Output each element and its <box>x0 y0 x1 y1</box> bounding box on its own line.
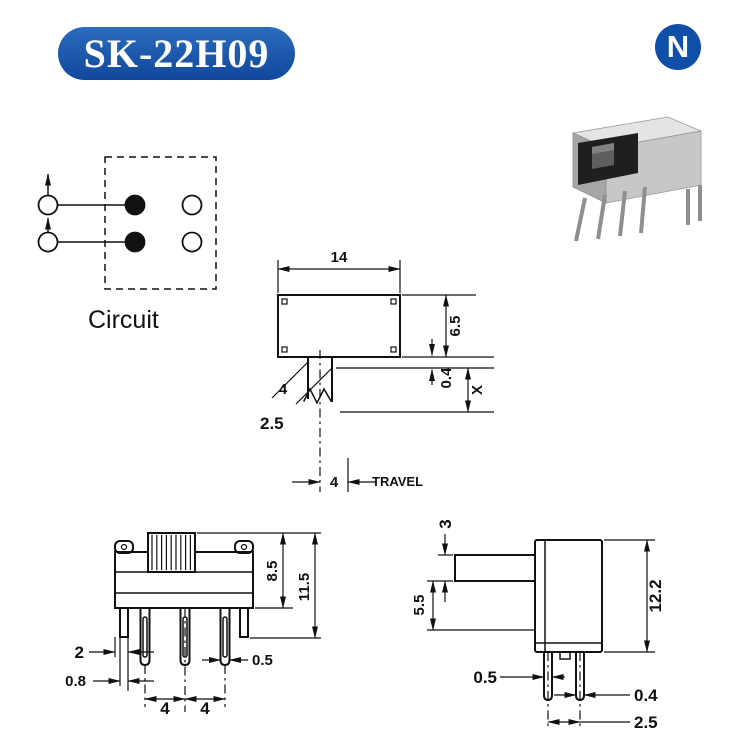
dim-height-label: 12.2 <box>646 579 665 612</box>
front-view-body <box>114 532 254 667</box>
dim-leg-thickness-label: 0.8 <box>65 673 86 690</box>
dim-pin-rear-label: 0.4 <box>634 686 658 705</box>
top-view-corner-marks <box>281 298 397 353</box>
mount-leg-right <box>239 607 249 638</box>
dim-pin-width-label: 0.5 <box>252 652 273 669</box>
side-view-drawing: 3 5.5 12.2 0.5 0.4 2.5 <box>411 519 665 732</box>
dim-offset-label: 5.5 <box>411 595 428 616</box>
circuit-diagram <box>37 156 217 290</box>
top-view-drawing: 14 6.5 0.4 X 4 2.5 4 TRAVEL <box>260 249 494 492</box>
actuator-bar <box>454 554 536 582</box>
part-number-text: SK-22H09 <box>83 31 270 76</box>
contact-common <box>124 194 146 216</box>
brand-logo: N <box>655 24 701 70</box>
break-symbol <box>302 387 333 405</box>
dim-pitch2-label: 4 <box>200 699 210 718</box>
circuit-slider-frame <box>104 156 217 290</box>
contact-terminal <box>37 231 59 253</box>
circuit-contacts <box>37 194 203 253</box>
dim-body-depth-label: 6.5 <box>447 316 464 337</box>
part-number-badge: SK-22H09 <box>58 27 295 80</box>
dim-pitch1-label: 4 <box>160 699 170 718</box>
dim-step-label: 0.4 <box>438 367 455 389</box>
knob-serrations <box>151 534 191 571</box>
dim-leg-width-label: 2 <box>75 643 84 662</box>
dim-body-width-label: 14 <box>331 249 348 266</box>
product-photo <box>571 116 703 242</box>
logo-letter: N <box>666 29 690 64</box>
circuit-wires <box>45 173 125 243</box>
switch-3d-pins <box>574 185 702 242</box>
contact-terminal <box>181 231 203 253</box>
switch-3d-body <box>571 116 703 204</box>
contact-terminal <box>37 194 59 216</box>
travel-label: TRAVEL <box>372 474 423 489</box>
mount-leg-left <box>119 607 129 638</box>
top-view-dimensions <box>271 260 494 492</box>
pin <box>179 607 191 667</box>
dim-x-label: X <box>469 385 486 395</box>
contact-common <box>124 231 146 253</box>
dim-knob-height-label: 8.5 <box>264 561 281 582</box>
dim-row-pitch-label: 2.5 <box>634 713 658 732</box>
front-view-dimensions <box>89 532 321 712</box>
dim-actuator-thickness-label: 2.5 <box>260 414 284 433</box>
contact-terminal <box>181 194 203 216</box>
dim-actuator-width-label: 4 <box>279 381 288 398</box>
circuit-caption: Circuit <box>88 306 159 334</box>
top-view-body <box>277 294 401 405</box>
side-view-dimensions <box>427 534 655 730</box>
dim-pin-front-label: 0.5 <box>473 668 497 687</box>
dim-overall-height-label: 11.5 <box>296 573 313 601</box>
dim-travel-value-label: 4 <box>330 474 339 491</box>
front-view-drawing: 8.5 11.5 2 0.8 0.5 4 4 <box>65 532 321 718</box>
dim-actuator-depth-label: 3 <box>436 519 455 528</box>
